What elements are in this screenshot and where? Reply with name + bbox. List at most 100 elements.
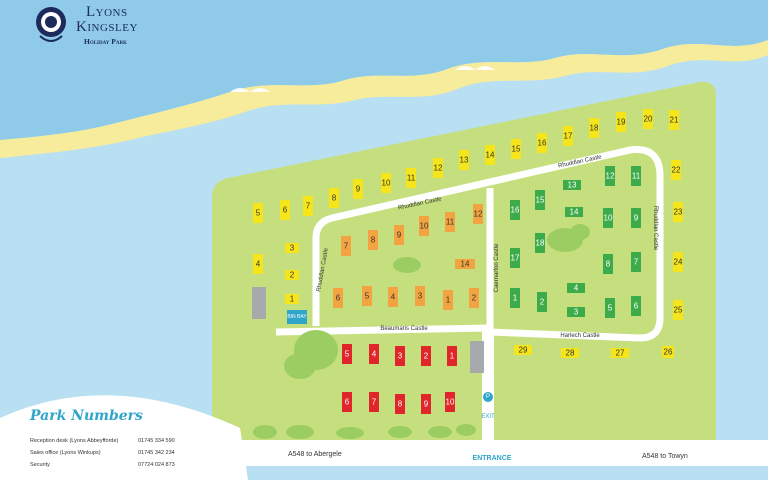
plot-yellow-23[interactable]	[673, 202, 683, 222]
plot-red-7[interactable]	[369, 392, 379, 412]
plot-red-3[interactable]	[395, 346, 405, 366]
plot-yellow-25[interactable]	[673, 300, 683, 320]
plot-yellow-19[interactable]	[616, 112, 626, 132]
plot-label-yellow-16: 16	[538, 139, 547, 148]
plot-red-8[interactable]	[395, 394, 405, 414]
plot-label-green-15: 15	[536, 196, 545, 205]
plot-label-yellow-22: 22	[672, 166, 681, 175]
panel-background	[0, 395, 248, 480]
plot-yellow-1[interactable]	[285, 294, 299, 304]
plot-orange-11[interactable]	[445, 212, 455, 232]
plot-orange-12[interactable]	[473, 204, 483, 224]
plot-green-15[interactable]	[535, 190, 545, 210]
plot-label-orange-9: 9	[397, 231, 402, 240]
plot-label-orange-4: 4	[391, 293, 396, 302]
plot-yellow-8[interactable]	[329, 188, 339, 208]
plot-yellow-3[interactable]	[285, 243, 299, 253]
plot-green-14[interactable]	[565, 207, 583, 217]
plot-label-yellow-13: 13	[460, 156, 469, 165]
plot-label-orange-5: 5	[365, 292, 370, 301]
plot-green-5[interactable]	[605, 298, 615, 318]
plot-red-10[interactable]	[445, 392, 455, 412]
plot-orange-7[interactable]	[341, 236, 351, 256]
plot-green-10[interactable]	[603, 208, 613, 228]
plot-green-11[interactable]	[631, 166, 641, 186]
plot-label-yellow-7: 7	[306, 202, 311, 211]
plot-label-yellow-17: 17	[564, 132, 573, 141]
plot-yellow-20[interactable]	[643, 109, 653, 129]
plot-orange-2[interactable]	[469, 288, 479, 308]
plot-yellow-24[interactable]	[673, 252, 683, 272]
plot-orange-10[interactable]	[419, 216, 429, 236]
plot-red-5[interactable]	[342, 344, 352, 364]
plot-orange-3[interactable]	[415, 286, 425, 306]
plot-green-2[interactable]	[537, 292, 547, 312]
plot-label-yellow-14: 14	[486, 151, 495, 160]
plot-label-orange-2: 2	[472, 294, 477, 303]
plot-yellow-17[interactable]	[563, 126, 573, 146]
plot-yellow-10[interactable]	[381, 173, 391, 193]
plot-orange-9[interactable]	[394, 225, 404, 245]
plot-green-13[interactable]	[563, 180, 581, 190]
plot-green-1[interactable]	[510, 288, 520, 308]
plot-orange-6[interactable]	[333, 288, 343, 308]
plot-yellow-7[interactable]	[303, 196, 313, 216]
plot-label-yellow-29: 29	[519, 346, 528, 355]
plot-yellow-16[interactable]	[537, 133, 547, 153]
plot-green-12[interactable]	[605, 166, 615, 186]
plot-yellow-2[interactable]	[285, 270, 299, 280]
plot-green-7[interactable]	[631, 252, 641, 272]
plot-yellow-29[interactable]	[514, 345, 532, 355]
plot-orange-1[interactable]	[443, 290, 453, 310]
plot-yellow-6[interactable]	[280, 200, 290, 220]
plot-label-red-9: 9	[424, 400, 429, 409]
plot-green-4[interactable]	[567, 283, 585, 293]
plot-green-9[interactable]	[631, 208, 641, 228]
plot-yellow-4[interactable]	[253, 254, 263, 274]
plot-yellow-11[interactable]	[406, 168, 416, 188]
contact-number-sales: 01745 342 234	[138, 450, 175, 456]
plot-label-green-11: 11	[632, 172, 641, 181]
plot-green-8[interactable]	[603, 254, 613, 274]
plot-yellow-27[interactable]	[611, 348, 629, 358]
plot-yellow-26[interactable]	[662, 346, 674, 358]
parking-label: P	[486, 394, 490, 400]
road-label-abergele: A548 to Abergele	[288, 451, 342, 458]
plot-yellow-12[interactable]	[433, 158, 443, 178]
plot-yellow-13[interactable]	[459, 150, 469, 170]
contact-number-reception: 01745 334 590	[138, 438, 175, 444]
plot-yellow-22[interactable]	[671, 160, 681, 180]
plot-red-4[interactable]	[369, 344, 379, 364]
plot-orange-8[interactable]	[368, 230, 378, 250]
plot-red-6[interactable]	[342, 392, 352, 412]
foam	[230, 66, 495, 92]
plot-yellow-9[interactable]	[353, 179, 363, 199]
plot-label-green-14: 14	[570, 208, 579, 217]
beach	[0, 40, 768, 158]
park-numbers-panel: Park Numbers Reception desk (Lyons Abbey…	[0, 388, 248, 480]
plot-red-9[interactable]	[421, 394, 431, 414]
plot-label-green-7: 7	[634, 258, 639, 267]
plot-yellow-15[interactable]	[511, 139, 521, 159]
plot-green-18[interactable]	[535, 233, 545, 253]
plot-yellow-5[interactable]	[253, 203, 263, 223]
plot-orange-5[interactable]	[362, 286, 372, 306]
plot-orange-14[interactable]	[455, 259, 475, 269]
plot-label-green-16: 16	[511, 206, 520, 215]
plot-red-2[interactable]	[421, 346, 431, 366]
plot-yellow-14[interactable]	[485, 145, 495, 165]
plot-label-red-1: 1	[450, 352, 455, 361]
plot-label-red-10: 10	[446, 398, 455, 407]
plot-red-1[interactable]	[447, 346, 457, 366]
plot-yellow-28[interactable]	[561, 348, 579, 358]
plot-yellow-18[interactable]	[589, 118, 599, 138]
plot-green-17[interactable]	[510, 248, 520, 268]
plot-label-green-17: 17	[511, 254, 520, 263]
plot-label-green-5: 5	[608, 304, 613, 313]
plot-orange-4[interactable]	[388, 287, 398, 307]
plot-green-16[interactable]	[510, 200, 520, 220]
plot-green-6[interactable]	[631, 296, 641, 316]
plot-yellow-21[interactable]	[669, 110, 679, 130]
contact-number-security: 07724 024 873	[138, 462, 175, 468]
plot-green-3[interactable]	[567, 307, 585, 317]
